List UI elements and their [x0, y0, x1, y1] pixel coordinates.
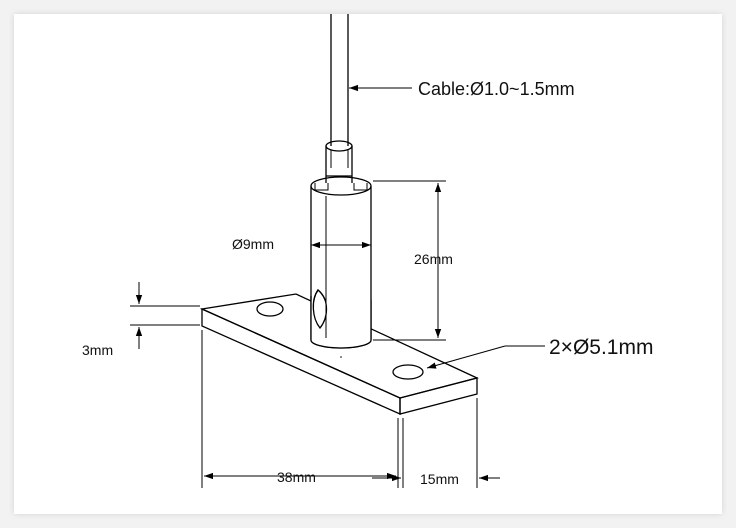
drawing-frame: [14, 14, 722, 514]
diameter-label: Ø9mm: [232, 236, 274, 252]
height-label: 26mm: [414, 251, 453, 267]
cable: [330, 14, 349, 146]
base-plate: [199, 289, 479, 416]
cable-label: Cable:Ø1.0~1.5mm: [418, 79, 575, 99]
width-label: 15mm: [420, 471, 459, 487]
mounting-hole-right: [392, 364, 424, 380]
thickness-label: 3mm: [82, 342, 113, 358]
thickness-dimension: [130, 282, 200, 349]
holes-label: 2×Ø5.1mm: [549, 336, 653, 359]
height-dimension: [373, 180, 446, 341]
holes-dimension: [426, 345, 545, 369]
length-label: 38mm: [277, 469, 316, 485]
width-dimension: [372, 398, 500, 488]
mounting-hole-left: [256, 301, 284, 317]
